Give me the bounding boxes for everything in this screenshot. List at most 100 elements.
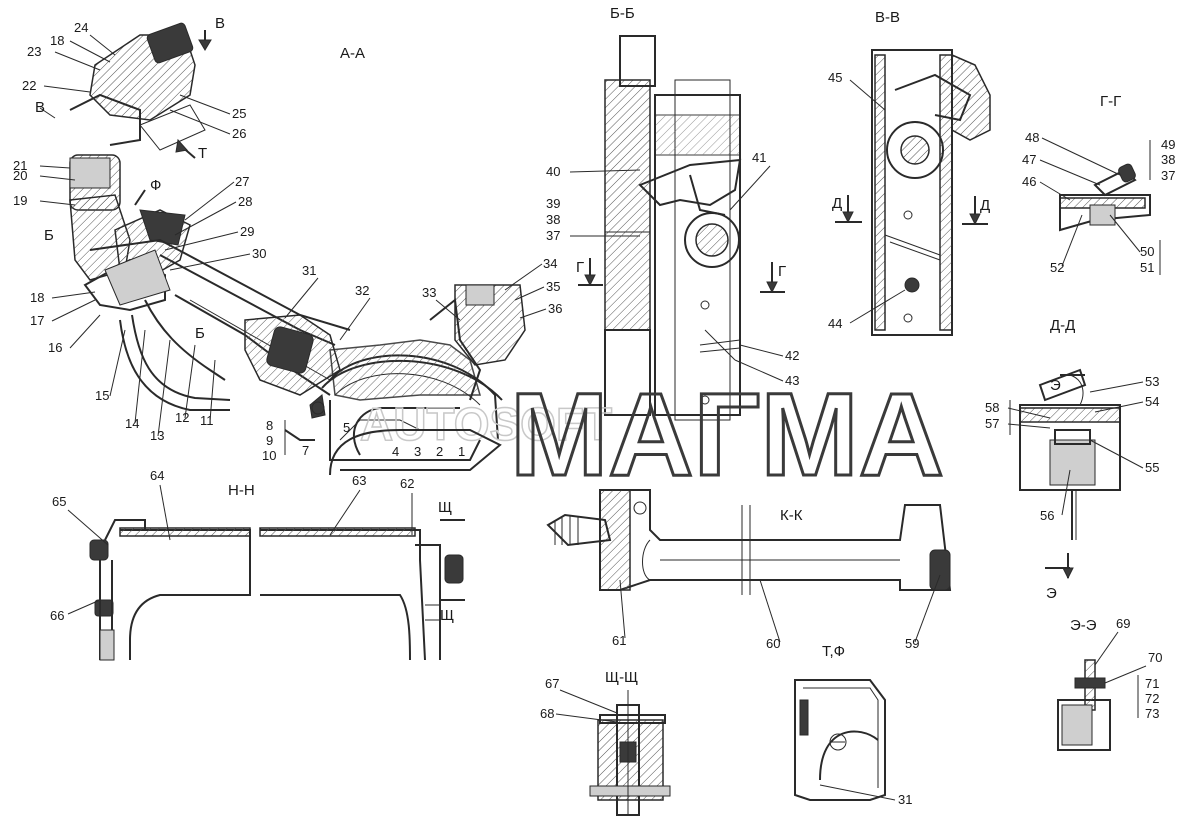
part-label-24: 24 — [74, 20, 88, 35]
section-marker-b2: Б — [195, 325, 205, 342]
part-label-70: 70 — [1148, 650, 1162, 665]
part-label-5: 5 — [343, 420, 350, 435]
part-labels: 1 2 3 4 5 7 8 9 10 11 12 13 14 15 16 17 … — [13, 20, 1175, 807]
part-label-17: 17 — [30, 313, 44, 328]
part-label-62: 62 — [400, 476, 414, 491]
part-label-2: 2 — [436, 444, 443, 459]
part-label-38: 38 — [1161, 152, 1175, 167]
part-label-71: 71 — [1145, 676, 1159, 691]
section-marker-f: Ф — [150, 177, 161, 194]
view-section-shsh — [589, 690, 671, 816]
part-label-7: 7 — [302, 443, 309, 458]
title-dd: Д-Д — [1050, 317, 1075, 334]
part-label-37: 37 — [1161, 168, 1175, 183]
view-tf — [794, 679, 886, 801]
view-section-nn — [89, 519, 465, 661]
part-label-58: 58 — [985, 400, 999, 415]
part-label-33: 33 — [422, 285, 436, 300]
section-markers: В В Т Ф Б Б Г Г Д Д Э Э Щ Щ — [35, 15, 1061, 624]
title-gg: Г-Г — [1100, 93, 1121, 110]
part-label-56: 56 — [1040, 508, 1054, 523]
part-label-11: 11 — [200, 413, 214, 428]
part-label-10: 10 — [262, 448, 276, 463]
view-section-gg — [1059, 140, 1161, 275]
view-section-kk — [546, 489, 952, 595]
section-marker-d2: Д — [980, 197, 990, 214]
part-label-31: 31 — [898, 792, 912, 807]
part-label-37: 37 — [546, 228, 560, 243]
section-marker-t: Т — [198, 145, 207, 162]
title-tf: Т,Ф — [822, 643, 845, 660]
view-section-bb — [578, 35, 785, 421]
part-label-38: 38 — [546, 212, 560, 227]
section-marker-g1: Г — [576, 259, 584, 276]
part-label-4: 4 — [392, 444, 399, 459]
part-label-66: 66 — [50, 608, 64, 623]
part-label-39: 39 — [546, 196, 560, 211]
svg-text:AUTOSOFT: AUTOSOFT — [360, 398, 612, 450]
section-marker-e2: Э — [1046, 585, 1057, 602]
part-label-72: 72 — [1145, 691, 1159, 706]
section-marker-d1: Д — [832, 195, 842, 212]
part-label-3: 3 — [414, 444, 421, 459]
part-label-49: 49 — [1161, 137, 1175, 152]
title-bb: Б-Б — [610, 5, 635, 22]
part-label-21: 21 — [13, 158, 27, 173]
part-label-55: 55 — [1145, 460, 1159, 475]
part-label-65: 65 — [52, 494, 66, 509]
part-label-34: 34 — [543, 256, 557, 271]
part-label-8: 8 — [266, 418, 273, 433]
part-label-69: 69 — [1116, 616, 1130, 631]
part-label-18: 18 — [50, 33, 64, 48]
part-label-14: 14 — [125, 416, 139, 431]
part-label-48: 48 — [1025, 130, 1039, 145]
view-section-dd — [1009, 368, 1121, 580]
part-label-46: 46 — [1022, 174, 1036, 189]
part-label-12: 12 — [175, 410, 189, 425]
part-label-60: 60 — [766, 636, 780, 651]
part-label-61: 61 — [612, 633, 626, 648]
part-label-13: 13 — [150, 428, 164, 443]
part-label-1: 1 — [458, 444, 465, 459]
title-nn: Н-Н — [228, 482, 255, 499]
part-label-30: 30 — [252, 246, 266, 261]
section-marker-e1: Э — [1050, 377, 1061, 394]
part-label-15: 15 — [95, 388, 109, 403]
watermark: AUTOSOFT МАГМА — [329, 368, 945, 503]
part-label-26: 26 — [232, 126, 246, 141]
part-label-50: 50 — [1140, 244, 1154, 259]
part-label-41: 41 — [752, 150, 766, 165]
part-label-40: 40 — [546, 164, 560, 179]
part-label-20: 20 — [13, 168, 27, 183]
part-label-51: 51 — [1140, 260, 1154, 275]
title-ee: Э-Э — [1070, 617, 1097, 634]
part-label-31: 31 — [302, 263, 316, 278]
part-label-54: 54 — [1145, 394, 1159, 409]
part-label-47: 47 — [1022, 152, 1036, 167]
part-label-19: 19 — [13, 193, 27, 208]
part-label-9: 9 — [266, 433, 273, 448]
title-vv: В-В — [875, 9, 900, 26]
part-label-63: 63 — [352, 473, 366, 488]
view-section-ee — [1057, 659, 1139, 751]
part-label-23: 23 — [27, 44, 41, 59]
svg-text:МАГМА: МАГМА — [510, 369, 944, 501]
part-label-29: 29 — [240, 224, 254, 239]
part-label-16: 16 — [48, 340, 62, 355]
part-label-32: 32 — [355, 283, 369, 298]
part-label-28: 28 — [238, 194, 252, 209]
part-label-68: 68 — [540, 706, 554, 721]
title-aa: А-А — [340, 45, 365, 62]
part-label-42: 42 — [785, 348, 799, 363]
part-label-18: 18 — [30, 290, 44, 305]
part-label-35: 35 — [546, 279, 560, 294]
section-titles: А-А Б-Б В-В Г-Г Д-Д Н-Н К-К Щ-Щ Т,Ф Э-Э — [228, 5, 1121, 686]
title-shsh: Щ-Щ — [605, 669, 638, 686]
title-kk: К-К — [780, 507, 803, 524]
view-section-vv — [835, 49, 991, 336]
section-marker-b1: Б — [44, 227, 54, 244]
section-marker-g2: Г — [778, 263, 786, 280]
view-section-aa — [39, 22, 526, 461]
part-label-73: 73 — [1145, 706, 1159, 721]
